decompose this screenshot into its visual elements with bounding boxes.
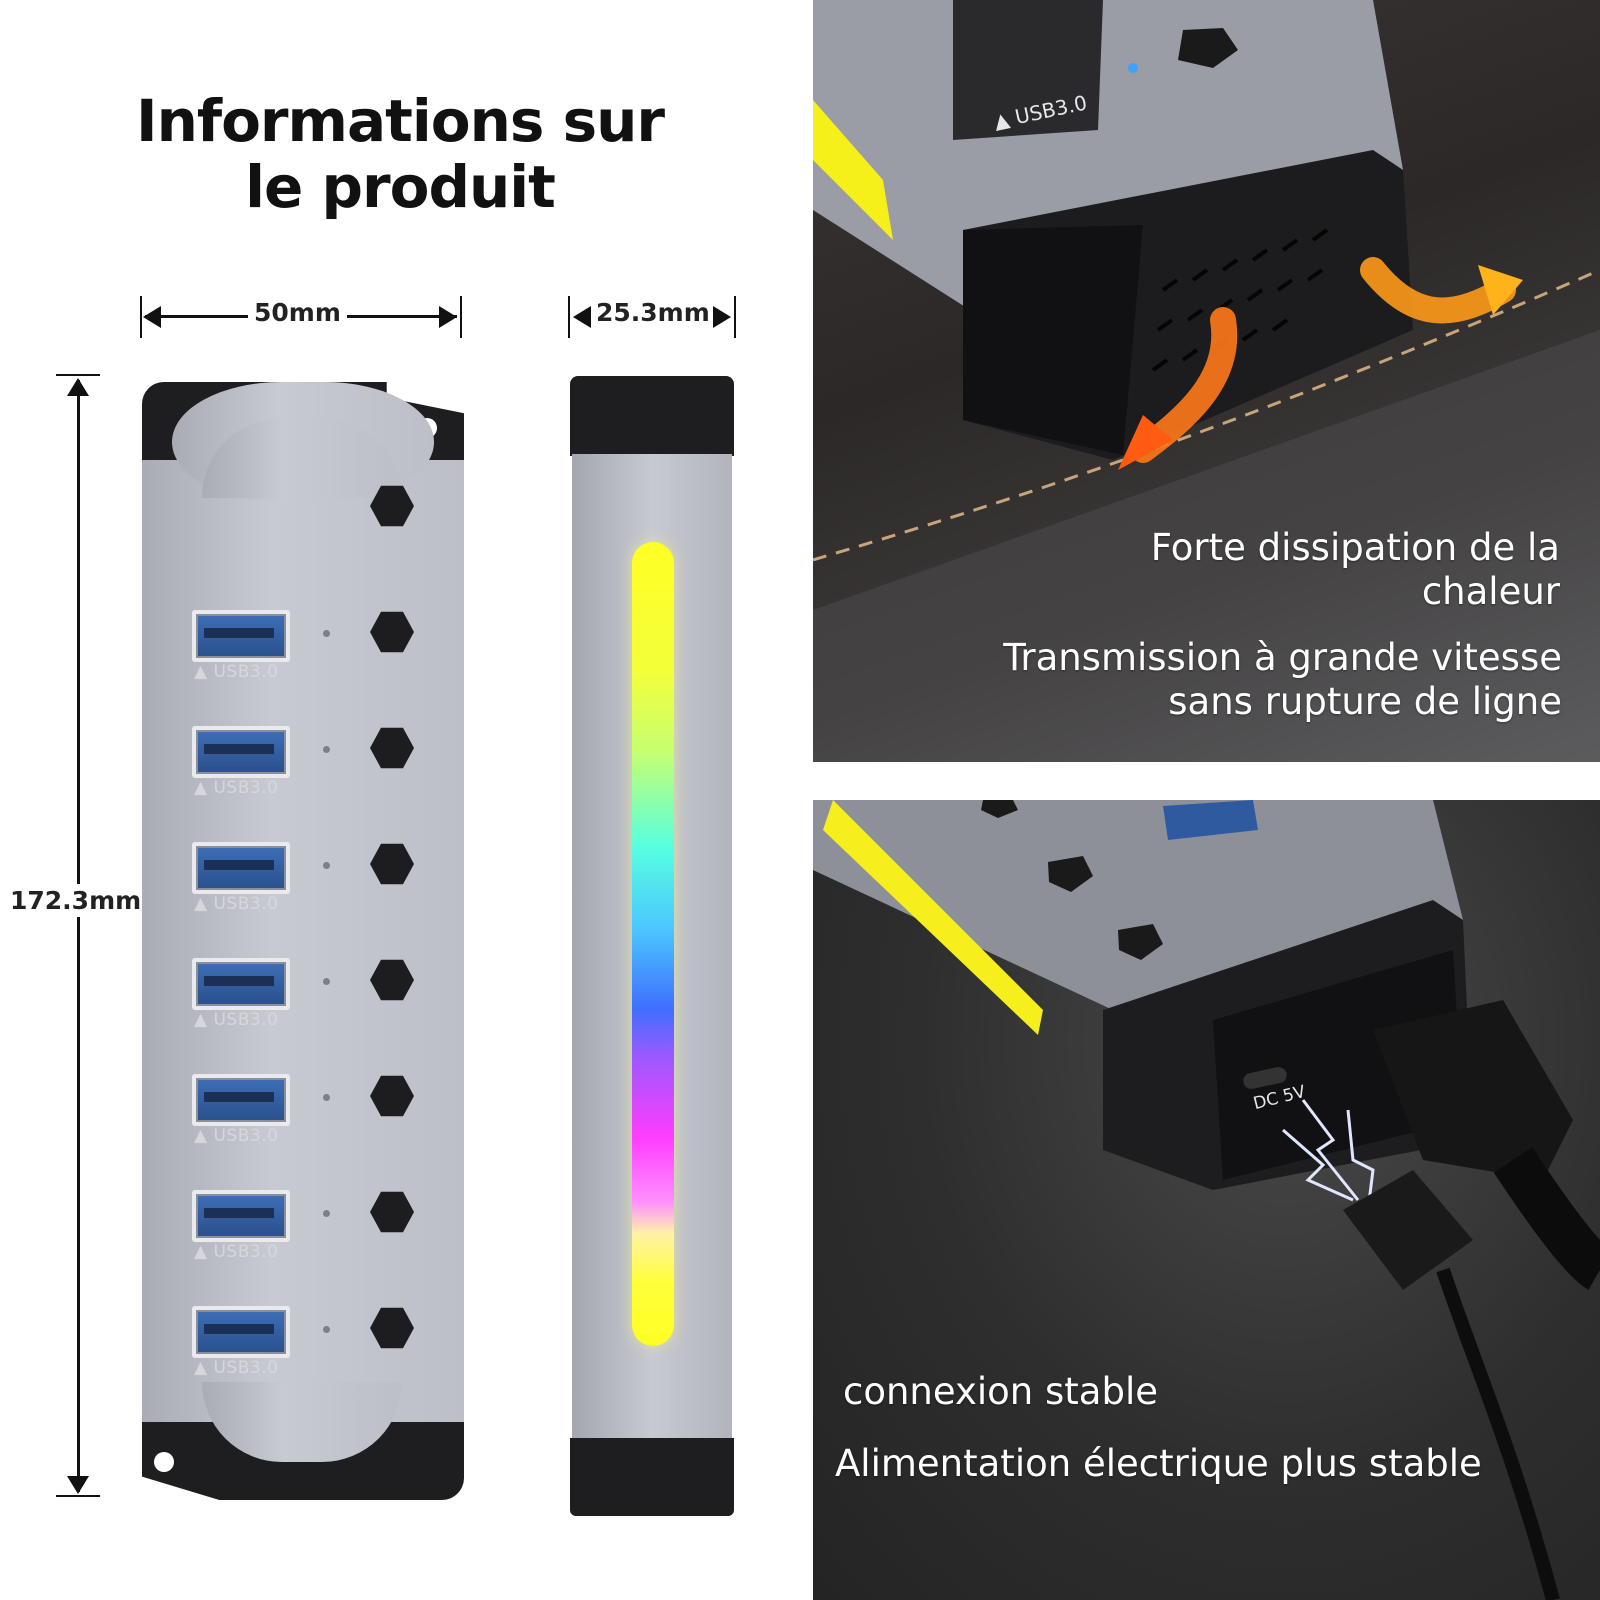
arrow-up-icon (67, 378, 89, 396)
usb-port-4-label-text: USB3.0 (213, 1010, 279, 1030)
hub-top-plate (142, 382, 464, 1422)
usb-port-1-label: ▲ USB3.0 (194, 662, 279, 682)
usb-cable (1493, 1147, 1600, 1290)
rgb-edge-glow (813, 100, 893, 240)
port-3-led (323, 862, 330, 869)
arrow-left-icon (143, 306, 161, 328)
height-dim-tick-bottom (56, 1495, 100, 1497)
port-2-switch-button[interactable] (370, 727, 414, 769)
usb-port-1[interactable] (192, 610, 290, 662)
speed-caption: Transmission à grande vitesse sans ruptu… (1003, 636, 1562, 723)
port-7-led (323, 1326, 330, 1333)
rgb-light-strip (632, 542, 674, 1346)
depth-dim-label: 25.3mm (594, 298, 712, 327)
mounting-hole-icon (154, 1452, 174, 1472)
stable-connection-caption: connexion stable (843, 1370, 1159, 1413)
port-6-switch-button[interactable] (370, 1191, 414, 1233)
side-top-cap (570, 376, 734, 456)
usb-port-2[interactable] (192, 726, 290, 778)
width-dim-tick-left (140, 296, 142, 338)
usb-port (1163, 800, 1258, 840)
height-dim-label: 172.3mm (6, 884, 146, 917)
hub-front-view: ▲ USB3.0 ▲ USB3.0 ▲ USB3.0 ▲ USB3.0 ▲ US… (142, 382, 464, 1500)
status-led (1128, 63, 1138, 73)
height-dim-tick-top (56, 374, 100, 376)
stable-power-photo: DC 5V connexion stable Alimentation élec… (813, 800, 1600, 1600)
power-connection-illustration (813, 800, 1600, 1600)
mat-edge (813, 330, 1600, 762)
heat-arrow-head-icon (1478, 265, 1523, 315)
usb-port-3[interactable] (192, 842, 290, 894)
usb-port-7-label: ▲ USB3.0 (194, 1358, 279, 1378)
port-2-led (323, 746, 330, 753)
width-dim-label: 50mm (248, 298, 347, 327)
depth-dim-tick-right (734, 296, 736, 338)
switch-button (1178, 28, 1238, 68)
usb-port-3-label-text: USB3.0 (213, 894, 279, 914)
usb-port-4-label: ▲ USB3.0 (194, 1010, 279, 1030)
depth-dim-tick-left (568, 296, 570, 338)
port-6-led (323, 1210, 330, 1217)
port-1-led (323, 630, 330, 637)
port-4-switch-button[interactable] (370, 959, 414, 1001)
heat-arrow-icon (1360, 257, 1516, 324)
usb-port-6-label-text: USB3.0 (213, 1242, 279, 1262)
switch-buttons (981, 800, 1163, 960)
usb-port-7-label-text: USB3.0 (213, 1358, 279, 1378)
usb-port-2-label: ▲ USB3.0 (194, 778, 279, 798)
usb-a-plug (1373, 1000, 1573, 1180)
usb-c-cable (1436, 1267, 1560, 1600)
hub-end-face (1213, 950, 1463, 1180)
port-5-led (323, 1094, 330, 1101)
dc-port (1243, 1067, 1287, 1089)
usb-port-5-label: ▲ USB3.0 (194, 1126, 279, 1146)
hub-side-view (570, 376, 734, 1516)
port-5-switch-button[interactable] (370, 1075, 414, 1117)
usb-c-plug (1343, 1170, 1473, 1290)
lightning-icon (1282, 1099, 1375, 1211)
arrow-down-icon (67, 1476, 89, 1494)
hub-end-face (963, 225, 1143, 455)
arrow-right-icon (439, 306, 457, 328)
usb-port-6-label: ▲ USB3.0 (194, 1242, 279, 1262)
port-3-switch-button[interactable] (370, 843, 414, 885)
usb-port-4[interactable] (192, 958, 290, 1010)
master-switch-button[interactable] (370, 485, 414, 527)
stable-power-caption: Alimentation électrique plus stable (835, 1442, 1482, 1485)
arrow-right-icon (713, 306, 731, 328)
desk-mat-illustration (813, 0, 1600, 762)
usb-port-7[interactable] (192, 1306, 290, 1358)
port-4-led (323, 978, 330, 985)
height-dim-line (77, 380, 80, 1492)
usb-port-3-label: ▲ USB3.0 (194, 894, 279, 914)
page-title: Informations sur le produit (135, 87, 665, 221)
usb-port-5[interactable] (192, 1074, 290, 1126)
arrow-left-icon (573, 306, 591, 328)
usb-port-1-label-text: USB3.0 (213, 662, 279, 682)
rgb-edge-glow (823, 800, 1043, 1035)
usb-port-2-label-text: USB3.0 (213, 778, 279, 798)
heat-arrow-head-icon (1118, 415, 1173, 470)
width-dim-tick-right (460, 296, 462, 338)
usb-plug (953, 0, 1103, 140)
heat-dissipation-photo: ▲ USB3.0 Forte dissipation de la chaleur… (813, 0, 1600, 762)
side-bottom-cap (570, 1438, 734, 1516)
port-7-switch-button[interactable] (370, 1307, 414, 1349)
port-1-switch-button[interactable] (370, 611, 414, 653)
usb-port-6[interactable] (192, 1190, 290, 1242)
usb-port-5-label-text: USB3.0 (213, 1126, 279, 1146)
heat-caption: Forte dissipation de la chaleur (1150, 526, 1560, 613)
